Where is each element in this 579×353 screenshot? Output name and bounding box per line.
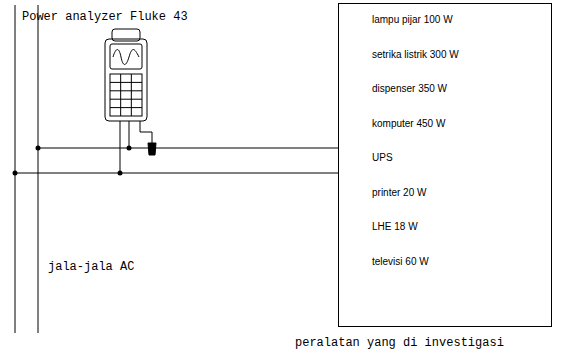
- appliance-label: LHE 18 W: [372, 221, 418, 233]
- junction-dot: [13, 171, 18, 176]
- box-caption: peralatan yang di investigasi: [295, 336, 504, 350]
- ac-line-wire: [38, 5, 39, 333]
- supply-wire: [15, 173, 338, 174]
- junction-dot: [127, 146, 132, 151]
- keypad-line: [110, 90, 142, 91]
- voltage-lead: [120, 121, 121, 173]
- appliance-label: televisi 60 W: [372, 256, 429, 268]
- meter-body: [105, 39, 147, 121]
- current-clamp: [148, 143, 156, 155]
- keypad-line: [110, 107, 142, 108]
- supply-wire: [38, 148, 338, 149]
- ac-line-wire: [15, 5, 16, 333]
- appliance-label: printer 20 W: [372, 187, 426, 199]
- meter-screen: [110, 44, 142, 69]
- voltage-lead: [129, 121, 130, 148]
- keypad-grid: [110, 74, 142, 116]
- appliance-label: UPS: [372, 152, 393, 164]
- appliance-label: komputer 450 W: [372, 118, 445, 130]
- meter-keypad: [110, 74, 142, 116]
- junction-dot: [36, 146, 41, 151]
- appliance-label: setrika listrik 300 W: [372, 49, 459, 61]
- instrument-name: Power analyzer Fluke 43: [22, 10, 188, 24]
- waveform: [113, 50, 139, 65]
- appliance-label: lampu pijar 100 W: [372, 14, 453, 26]
- keypad-line: [120, 74, 121, 116]
- keypad-line: [131, 74, 132, 116]
- appliance-label: dispenser 350 W: [372, 83, 447, 95]
- equipment-box: lampu pijar 100 W setrika listrik 300 W di…: [338, 3, 552, 327]
- current-lead: [140, 121, 152, 143]
- keypad-line: [110, 82, 142, 83]
- supply-label: jala-jala AC: [48, 260, 134, 274]
- keypad-line: [110, 99, 142, 100]
- junction-dot: [118, 171, 123, 176]
